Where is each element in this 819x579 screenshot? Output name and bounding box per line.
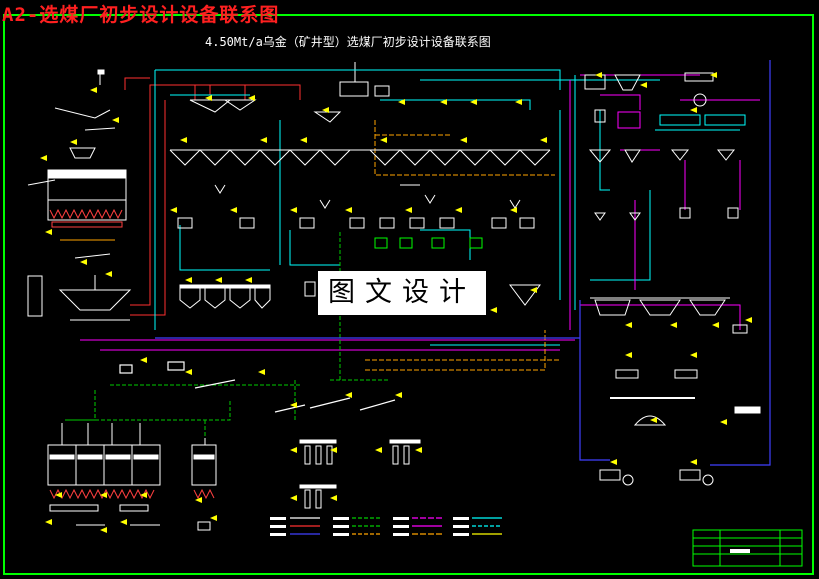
tanks — [177, 217, 541, 309]
lower-conveyors — [119, 361, 396, 413]
callout-markers — [40, 72, 752, 533]
watermark-label: 图文设计 — [318, 271, 486, 315]
sheet-title: A2-选煤厂初步设计设备联系图 — [2, 4, 280, 26]
legend — [270, 517, 502, 536]
drawing-frame — [3, 14, 814, 575]
medium-lines — [365, 120, 560, 371]
product-silos — [47, 423, 217, 531]
title-block — [692, 529, 803, 567]
slurry-lines — [80, 74, 760, 351]
separator-row — [169, 149, 551, 209]
dewatering-units — [299, 439, 421, 509]
flotation-area — [584, 72, 761, 486]
product-lines — [65, 230, 390, 440]
blue-pipes — [155, 60, 771, 466]
drawing-title: 4.50Mt/a乌金（矿井型）选煤厂初步设计设备联系图 — [205, 35, 491, 49]
water-lines — [154, 69, 740, 346]
raw-coal-lines — [124, 77, 301, 316]
raw-coal-system — [27, 69, 132, 321]
top-distribution — [189, 62, 390, 123]
